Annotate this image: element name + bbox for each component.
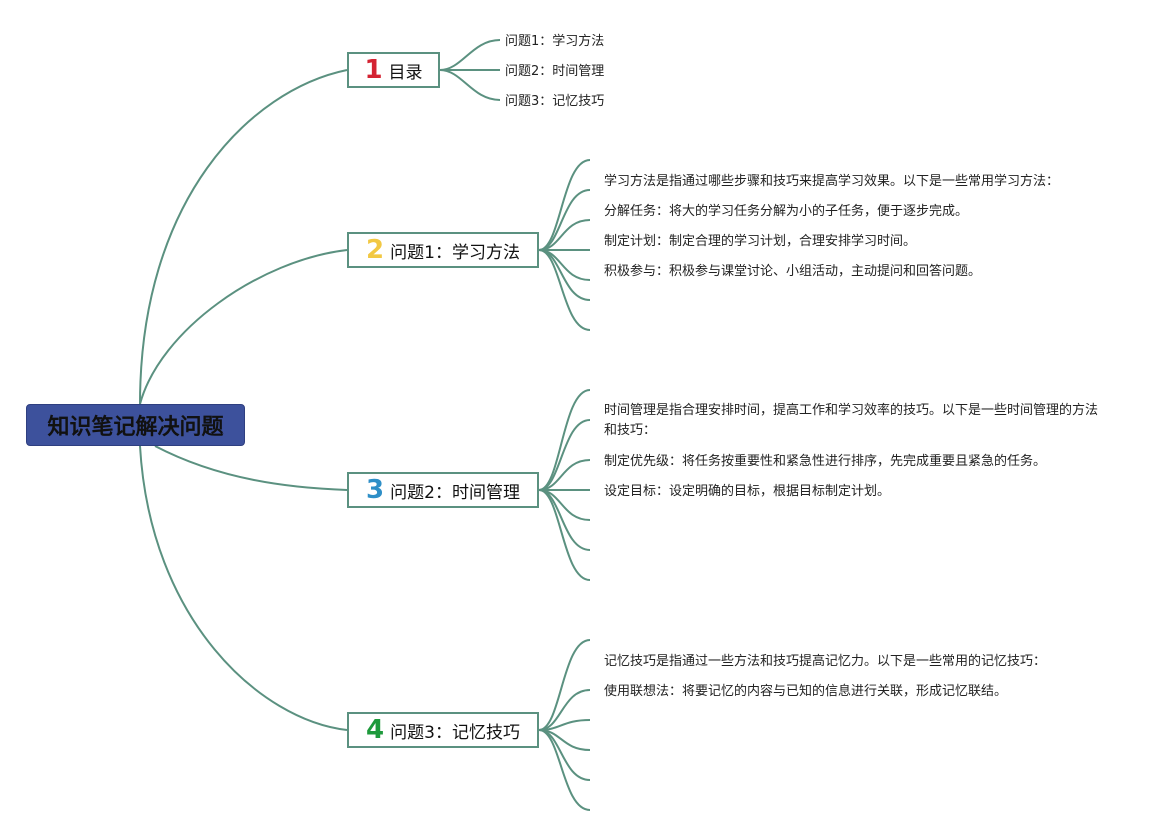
branch-number-1: 1 xyxy=(364,55,383,85)
branch-label: 问题3：记忆技巧 xyxy=(390,722,520,743)
leaf-node[interactable]: 分解任务：将大的学习任务分解为小的子任务，便于逐步完成。 xyxy=(604,204,969,219)
branch-node-memory-techniques[interactable]: 4 问题3：记忆技巧 xyxy=(347,712,539,748)
leaf-node[interactable]: 制定优先级：将任务按重要性和紧急性进行排序，先完成重要且紧急的任务。 xyxy=(604,454,1047,469)
leaf-link xyxy=(439,69,501,101)
leaf-link xyxy=(538,729,591,811)
leaf-link xyxy=(538,389,591,491)
leaf-node[interactable]: 问题2：时间管理 xyxy=(505,64,605,79)
leaf-link xyxy=(538,639,591,731)
root-link xyxy=(154,445,348,491)
root-link xyxy=(139,249,348,405)
branch-number-2: 2 xyxy=(366,235,385,265)
leaf-node[interactable]: 问题1：学习方法 xyxy=(505,34,605,49)
leaf-link xyxy=(538,249,591,331)
leaf-node[interactable]: 时间管理是指合理安排时间，提高工作和学习效率的技巧。以下是一些时间管理的方法和技… xyxy=(604,403,1099,438)
leaf-node[interactable]: 制定计划：制定合理的学习计划，合理安排学习时间。 xyxy=(604,234,917,249)
root-label: 知识笔记解决问题 xyxy=(47,415,224,440)
leaf-link xyxy=(538,729,591,781)
branch-number-3: 3 xyxy=(366,475,385,505)
root-link xyxy=(139,445,348,731)
leaf-node[interactable]: 学习方法是指通过哪些步骤和技巧来提高学习效果。以下是一些常用学习方法： xyxy=(604,174,1060,189)
branch-label: 问题2：时间管理 xyxy=(390,482,520,503)
leaf-link xyxy=(538,159,591,251)
leaf-node[interactable]: 使用联想法：将要记忆的内容与已知的信息进行关联，形成记忆联结。 xyxy=(604,684,1008,699)
leaf-node[interactable]: 记忆技巧是指通过一些方法和技巧提高记忆力。以下是一些常用的记忆技巧： xyxy=(604,654,1047,669)
root-link xyxy=(139,69,348,405)
branch-number-4: 4 xyxy=(366,715,385,745)
leaf-link xyxy=(538,249,591,301)
leaf-link xyxy=(538,189,591,251)
leaf-node[interactable]: 设定目标：设定明确的目标，根据目标制定计划。 xyxy=(604,484,891,499)
branch-node-learning-methods[interactable]: 2 问题1：学习方法 xyxy=(347,232,539,268)
root-node[interactable]: 知识笔记解决问题 xyxy=(26,404,245,446)
branch-node-time-management[interactable]: 3 问题2：时间管理 xyxy=(347,472,539,508)
leaf-link xyxy=(538,489,591,581)
leaf-node[interactable]: 问题3：记忆技巧 xyxy=(505,94,605,109)
leaf-node[interactable]: 积极参与：积极参与课堂讨论、小组活动，主动提问和回答问题。 xyxy=(604,264,982,279)
branch-label: 问题1：学习方法 xyxy=(390,242,520,263)
leaf-link xyxy=(439,39,501,71)
leaf-link xyxy=(538,419,591,491)
branch-node-contents[interactable]: 1 目录 xyxy=(347,52,440,88)
branch-label: 目录 xyxy=(388,62,423,83)
